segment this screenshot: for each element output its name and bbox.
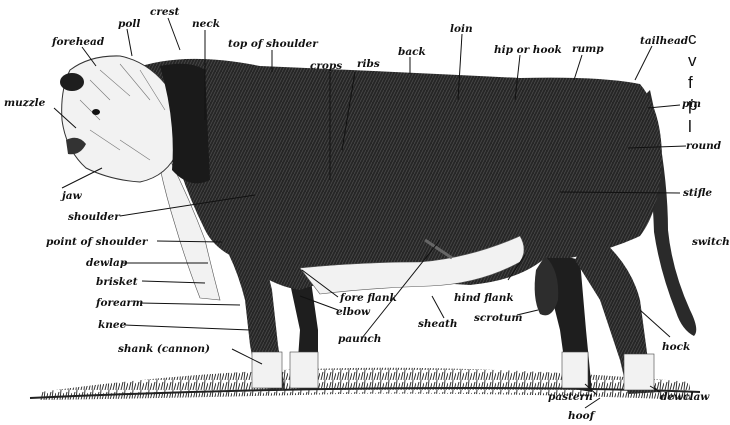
label-paunch: paunch [338,333,381,345]
side-text-line: f [688,72,697,94]
side-text-line: p [688,94,697,116]
body [130,59,662,290]
label-shoulder: shoulder [68,211,121,223]
label-scrotum: scrotum [474,312,522,324]
label-dewclaw: dewclaw [660,391,710,403]
label-top-of-shoulder: top of shoulder [228,38,319,50]
front-sock-near [252,352,282,388]
hind-sock-far [562,352,588,388]
label-elbow: elbow [336,306,371,318]
label-crops: crops [310,60,342,72]
label-shank: shank (cannon) [118,343,210,355]
label-tailhead: tailhead [640,35,689,47]
label-loin: loin [450,23,473,35]
label-back: back [398,46,426,58]
side-text-line: v [688,50,697,72]
label-poll: poll [118,18,140,30]
label-pastern: pastern [548,391,593,403]
label-fore-flank: fore flank [339,292,397,304]
label-forearm: forearm [95,297,143,309]
label-muzzle: muzzle [4,97,46,109]
side-text-line: c [688,28,697,50]
label-stifle: stifle [683,187,712,199]
label-point-of-shoulder: point of shoulder [46,236,149,248]
eye [92,109,100,115]
cropped-side-text: c v f p l [688,28,697,138]
label-rump: rump [572,43,604,55]
label-ribs: ribs [357,58,380,70]
label-hind-flank: hind flank [454,292,514,304]
label-jaw: jaw [60,190,83,202]
ear [60,73,84,91]
label-knee: knee [98,319,127,331]
label-crest: crest [150,6,180,18]
grass-ground [30,368,700,400]
label-switch: switch [692,236,730,248]
label-round: round [686,140,722,152]
label-brisket: brisket [96,276,138,288]
label-hoof: hoof [568,410,597,422]
label-neck: neck [192,18,220,30]
label-dewlap: dewlap [86,257,128,269]
label-forehead: forehead [51,36,105,48]
hind-sock-near [624,354,654,390]
label-hip-or-hook: hip or hook [494,44,562,56]
label-hock: hock [662,341,690,353]
side-text-line: l [688,116,697,138]
label-sheath: sheath [418,318,458,330]
front-sock-far [290,352,318,388]
